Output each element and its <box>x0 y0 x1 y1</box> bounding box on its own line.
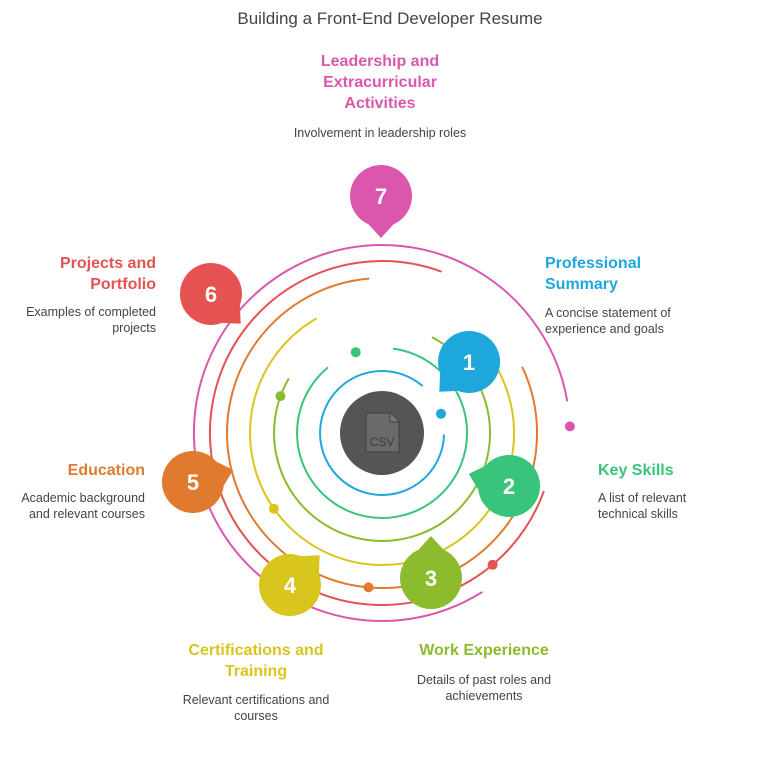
badge-3-shape <box>400 536 462 610</box>
stage-7-description: Involvement in leadership roles <box>293 126 467 140</box>
badge-2-shape <box>468 454 541 517</box>
arc-4 <box>249 317 516 566</box>
stage-2-title: Key Skills <box>598 462 674 479</box>
badge-7-shape <box>350 164 412 238</box>
stage-5-description: Academic background and relevant courses <box>21 491 145 521</box>
stage-5-title: Education <box>67 462 145 479</box>
connector-dot-3 <box>275 391 286 402</box>
stage-badge-5: 5 <box>161 450 234 513</box>
badge-5-number: 5 <box>187 470 199 495</box>
stage-6-title: Projects and Portfolio <box>59 255 156 293</box>
stage-badge-6: 6 <box>179 262 242 325</box>
badge-7-number: 7 <box>375 184 387 209</box>
connector-dots <box>268 347 575 593</box>
badge-4-number: 4 <box>284 573 297 598</box>
badge-6-number: 6 <box>205 282 217 307</box>
stage-7-title: Leadership and Extracurricular Activitie… <box>320 53 440 112</box>
connector-dot-6 <box>487 559 498 570</box>
connector-dot-7 <box>564 421 575 432</box>
stage-1-description: A concise statement of experience and go… <box>545 306 671 336</box>
stage-4-description: Relevant certifications and courses <box>182 693 330 723</box>
connector-dot-1 <box>436 408 446 419</box>
stage-badge-4: 4 <box>258 554 321 617</box>
page-title: Building a Front-End Developer Resume <box>237 9 543 28</box>
stage-badge-2: 2 <box>468 454 541 517</box>
csv-icon-label: CSV <box>370 435 395 449</box>
badge-6-shape <box>179 262 242 325</box>
badge-3-number: 3 <box>425 566 437 591</box>
stage-2-description: A list of relevant technical skills <box>598 491 687 521</box>
stage-badge-3: 3 <box>400 536 462 610</box>
stage-6-description: Examples of completed projects <box>26 305 156 335</box>
csv-file-icon: CSV <box>365 412 400 453</box>
stage-4-title: Certifications and Training <box>188 642 324 680</box>
stage-3-title: Work Experience <box>419 642 549 659</box>
stage-badge-1: 1 <box>438 330 501 393</box>
stage-3-description: Details of past roles and achievements <box>416 673 552 703</box>
arc-3 <box>273 336 492 542</box>
center-hub: CSV <box>340 391 424 475</box>
arc-6 <box>209 260 545 606</box>
badge-1-number: 1 <box>463 350 475 375</box>
stage-1-title: Professional Summary <box>545 255 642 293</box>
badge-5-shape <box>161 450 234 513</box>
stage-badges: 1 2 3 4 5 6 7 <box>161 164 541 617</box>
badge-4-shape <box>258 554 321 617</box>
badge-1-shape <box>438 330 501 393</box>
connector-dot-2 <box>350 347 361 358</box>
arc-7 <box>192 243 569 622</box>
connector-dot-4 <box>268 503 279 514</box>
arc-1 <box>319 370 445 496</box>
connector-dot-5 <box>363 582 374 593</box>
stage-badge-7: 7 <box>350 164 412 238</box>
badge-2-number: 2 <box>503 474 515 499</box>
